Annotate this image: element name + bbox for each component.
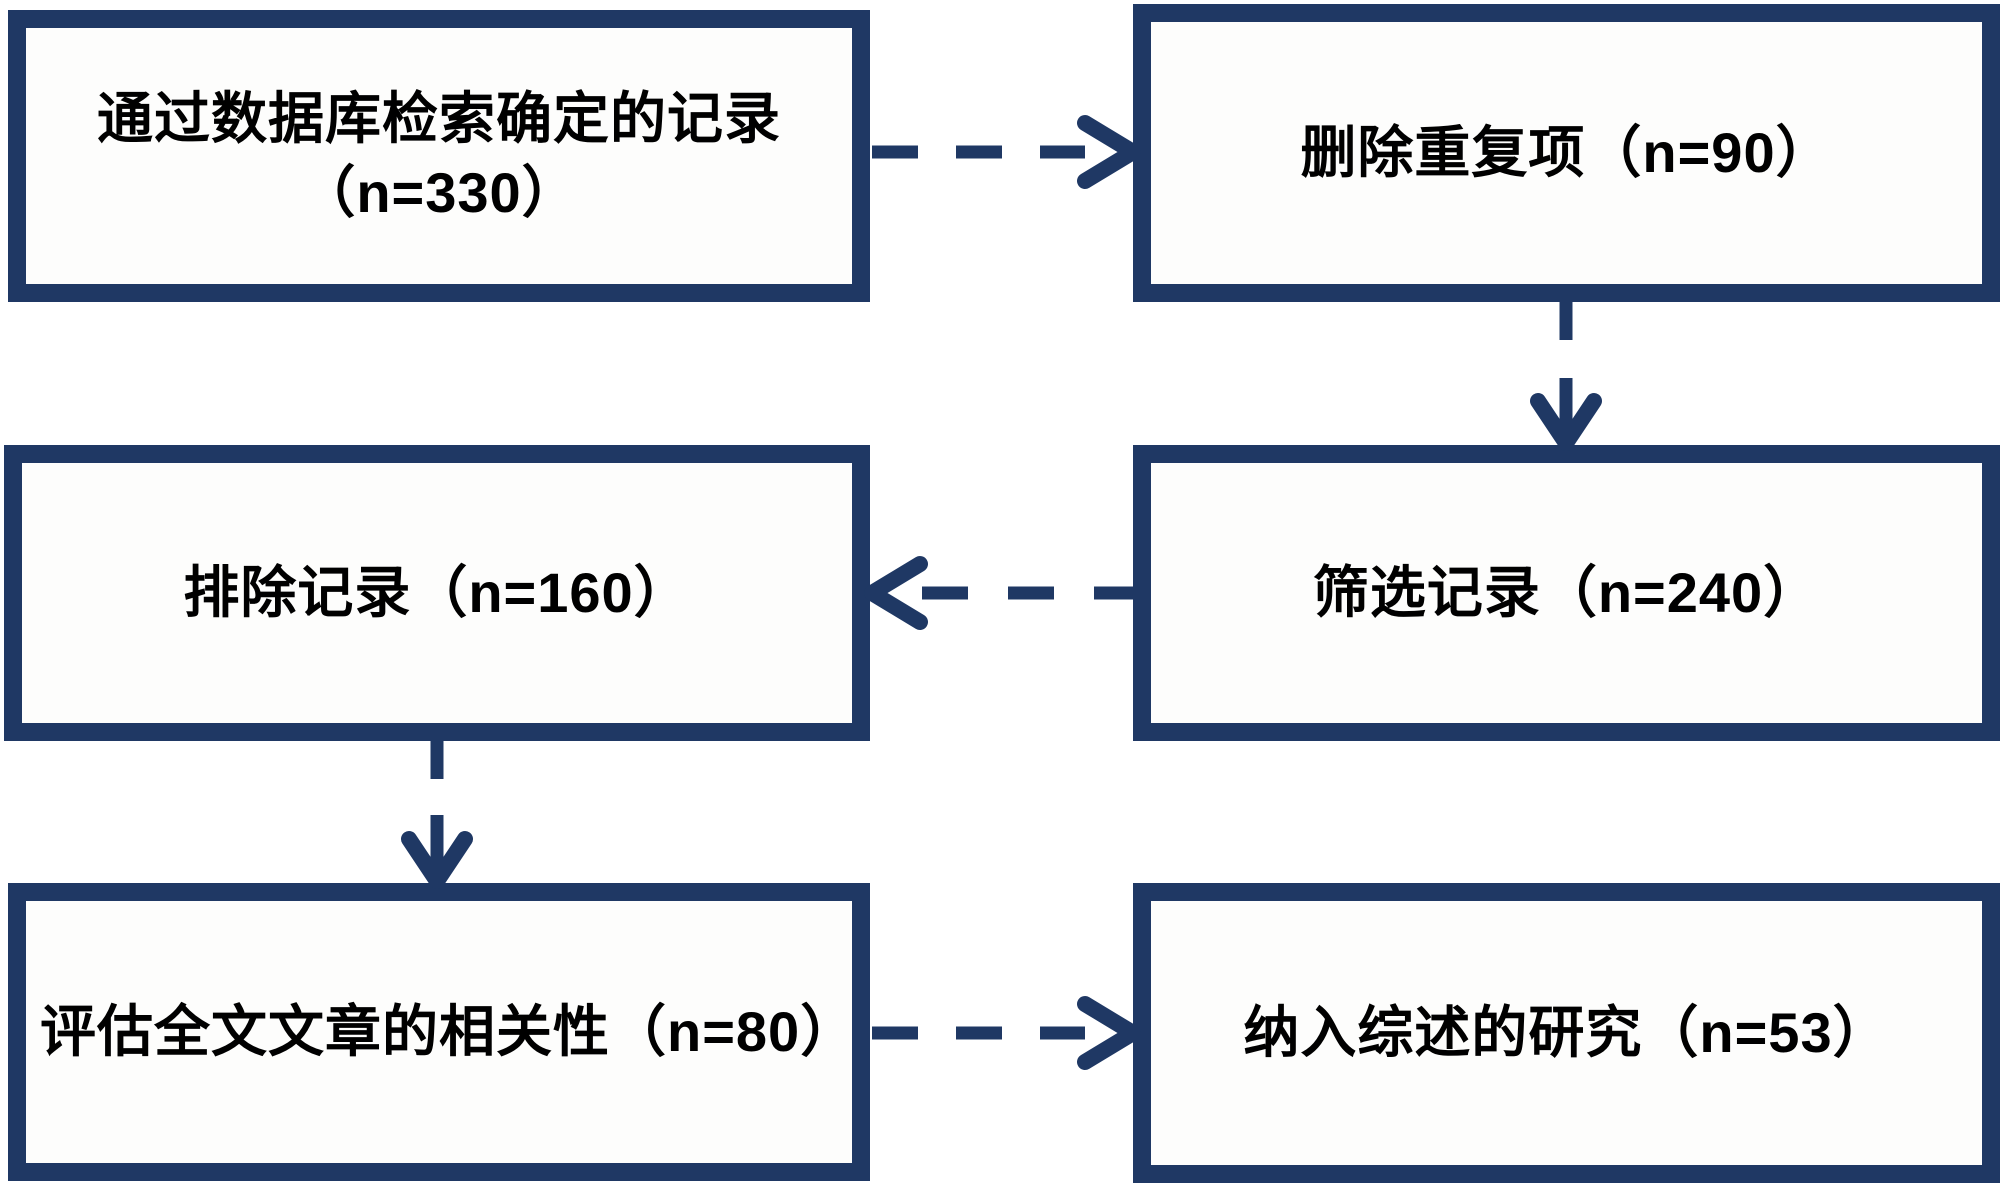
box-records-screened: 筛选记录（n=240）: [1133, 445, 2000, 741]
box-duplicates-removed-label: 删除重复项（n=90）: [1300, 121, 1833, 185]
arrow-duplicates-to-screened-icon: [1530, 300, 1602, 451]
box-included-in-review-label: 纳入综述的研究（n=53）: [1243, 1001, 1890, 1065]
box-identified-records: 通过数据库检索确定的记录 （n=330）: [8, 10, 870, 302]
box-fulltext-assessed: 评估全文文章的相关性（n=80）: [8, 883, 870, 1181]
box-records-screened-label: 筛选记录（n=240）: [1312, 561, 1821, 625]
arrow-identified-to-duplicates-icon: [872, 115, 1141, 189]
arrow-screened-to-excluded-icon: [864, 556, 1133, 630]
arrow-excluded-to-fulltext-icon: [401, 741, 473, 889]
box-duplicates-removed: 删除重复项（n=90）: [1133, 4, 2000, 302]
box-identified-records-label: 通过数据库检索确定的记录 （n=330）: [97, 87, 781, 224]
box-included-in-review: 纳入综述的研究（n=53）: [1133, 883, 2000, 1183]
arrow-fulltext-to-included-icon: [872, 996, 1141, 1070]
box-fulltext-assessed-label: 评估全文文章的相关性（n=80）: [40, 1000, 858, 1064]
box-records-excluded-label: 排除记录（n=160）: [183, 561, 691, 625]
box-records-excluded: 排除记录（n=160）: [4, 445, 870, 741]
